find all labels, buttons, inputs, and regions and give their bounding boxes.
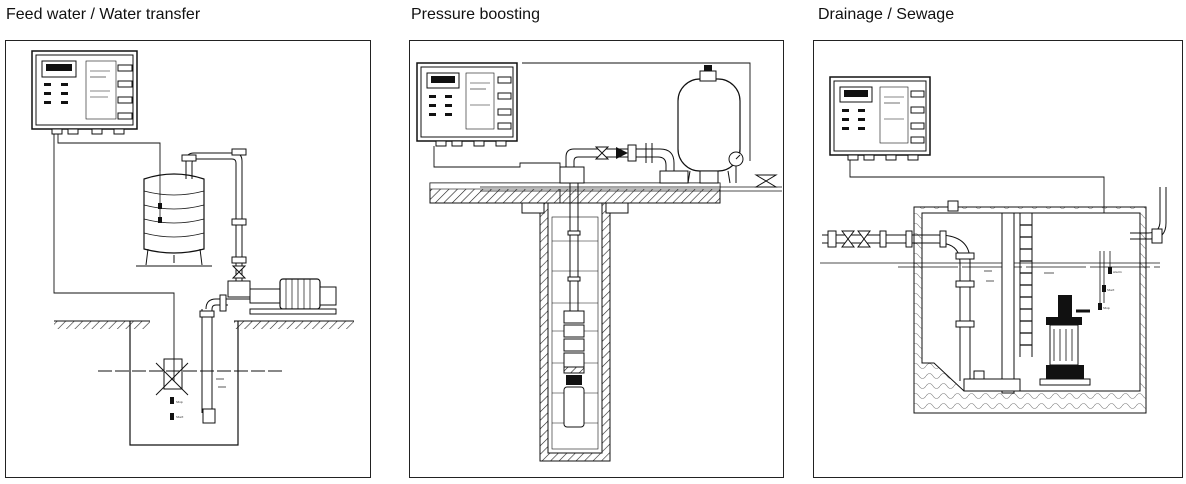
float-label-start: Start bbox=[1107, 288, 1115, 292]
float-label-stop: Stop bbox=[1103, 306, 1110, 310]
centrifugal-pump-icon bbox=[205, 280, 281, 312]
pressure-vessel-icon bbox=[677, 65, 741, 184]
float-switch-icon bbox=[155, 358, 189, 420]
water-tank-icon bbox=[136, 173, 212, 267]
foot-valve-icon bbox=[202, 408, 216, 424]
ladder-icon bbox=[1019, 213, 1033, 357]
drainage-sewage-diagram: Alarm Start Stop bbox=[820, 76, 1167, 414]
feed-water-diagram: Stop Start bbox=[31, 50, 354, 446]
float-label-start: Start bbox=[176, 415, 184, 419]
panel-title-drainage-sewage: Drainage / Sewage bbox=[818, 6, 955, 23]
panel-pressure-boosting bbox=[409, 40, 784, 478]
check-valve-icon bbox=[616, 144, 637, 162]
pressure-boosting-diagram bbox=[416, 62, 782, 462]
pressure-gauge-icon bbox=[728, 151, 744, 183]
motor-icon bbox=[249, 278, 337, 315]
submersible-pump-icon bbox=[563, 310, 585, 428]
control-panel-icon bbox=[31, 50, 138, 135]
float-label-alarm: Alarm bbox=[1113, 270, 1122, 274]
float-switch-icon bbox=[158, 171, 162, 223]
control-panel-icon bbox=[829, 76, 931, 161]
control-panel-icon bbox=[416, 62, 518, 147]
panel-title-pressure-boosting: Pressure boosting bbox=[411, 6, 540, 23]
gate-valve-icon bbox=[231, 265, 247, 279]
panel-feed-water: Stop Start bbox=[5, 40, 371, 478]
gate-valve-icon bbox=[841, 230, 871, 248]
float-switch-icon bbox=[1098, 251, 1112, 310]
panel-drainage-sewage: Alarm Start Stop bbox=[813, 40, 1183, 478]
float-label-stop: Stop bbox=[176, 400, 183, 404]
gate-valve-icon bbox=[754, 174, 778, 188]
gate-valve-icon bbox=[594, 146, 610, 160]
panel-title-feed-water: Feed water / Water transfer bbox=[6, 6, 201, 23]
sewage-pump-icon bbox=[1039, 295, 1091, 386]
